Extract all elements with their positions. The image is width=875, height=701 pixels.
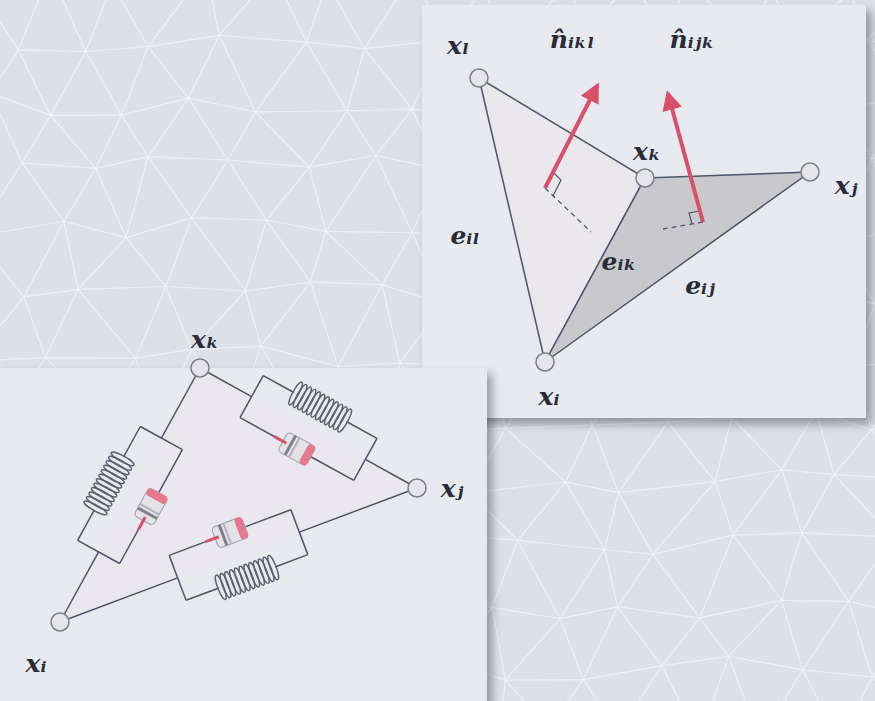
right-angle-mark <box>689 211 700 224</box>
panel <box>0 368 487 701</box>
vertex-label: eᵢₗ <box>450 222 479 250</box>
vertex-label: xₖ <box>191 326 219 354</box>
spring-damper-units <box>28 336 435 657</box>
vertex-label: eᵢⱼ <box>685 272 715 300</box>
vertex-label: n̂ᵢⱼₖ <box>669 26 714 54</box>
normal-arrow <box>668 94 703 222</box>
triangle-pair <box>470 69 819 371</box>
vertex-label: xₗ <box>447 32 469 60</box>
vertex-circles <box>470 69 819 371</box>
dashed-guide <box>545 188 591 232</box>
normal-arrow <box>545 86 597 188</box>
vertex-label: eᵢₖ <box>602 248 637 276</box>
vertex-label: xⱼ <box>441 475 464 503</box>
vertex-label: n̂ᵢₖₗ <box>550 26 595 54</box>
vertex-circles <box>51 359 426 631</box>
vertex-label: xₖ <box>633 138 661 166</box>
triangle <box>60 368 417 622</box>
vertex-label: xᵢ <box>539 383 560 411</box>
right-angle-mark <box>553 172 561 196</box>
vertex-label: xᵢ <box>26 650 47 678</box>
vertex-label: xⱼ <box>835 172 858 200</box>
panel <box>422 5 866 418</box>
dashed-guide <box>663 222 703 229</box>
